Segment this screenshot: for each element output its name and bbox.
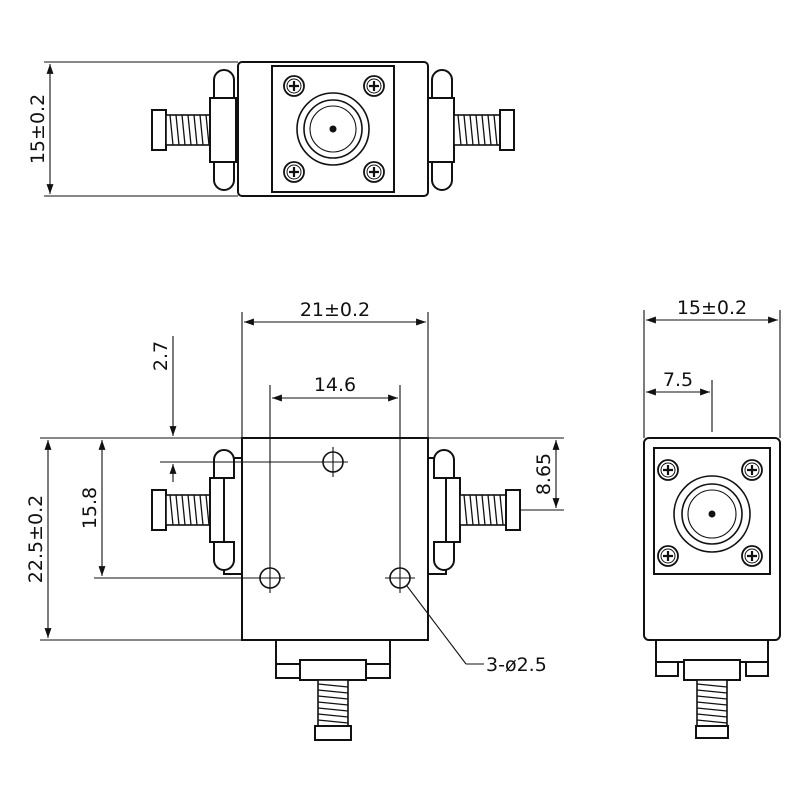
screw-icon	[740, 544, 764, 568]
front-view: 21±0.2 14.6 2.7 22.5±0.2 15.8 8.65 3-ø2.…	[25, 299, 564, 741]
top-left-connector	[151, 69, 237, 191]
mounting-hole	[318, 447, 348, 477]
top-center-pin	[329, 125, 337, 133]
dim-inner-height: 15.8	[79, 487, 101, 529]
top-right-connector	[427, 69, 515, 191]
front-left-connector	[151, 449, 243, 575]
screw-icon	[282, 160, 306, 184]
screw-icon	[740, 458, 764, 482]
side-sma-outer	[673, 475, 751, 553]
screw-icon	[362, 160, 386, 184]
dim-port-offset: 8.65	[533, 453, 555, 495]
screw-icon	[282, 74, 306, 98]
side-view: 15±0.2 7.5	[643, 297, 781, 739]
side-bottom-connector	[655, 639, 769, 739]
front-bottom-connector	[275, 639, 391, 741]
dim-front-height: 22.5±0.2	[25, 495, 47, 583]
screw-icon	[362, 74, 386, 98]
dim-top-height: 15±0.2	[27, 94, 49, 164]
hole-callout: 3-ø2.5	[486, 654, 547, 676]
mounting-hole	[385, 563, 415, 593]
front-right-connector	[427, 449, 521, 575]
dim-hole-spacing: 14.6	[314, 374, 356, 396]
mounting-hole	[255, 563, 285, 593]
front-body	[241, 437, 429, 641]
dim-front-width: 21±0.2	[300, 299, 370, 321]
screw-icon	[656, 458, 680, 482]
dim-side-width: 15±0.2	[677, 297, 747, 319]
dim-offset: 2.7	[150, 341, 172, 371]
top-sma-outer	[296, 92, 370, 166]
side-center-pin	[708, 510, 716, 518]
screw-icon	[656, 544, 680, 568]
top-view: 15±0.2	[27, 61, 515, 197]
dim-side-half-width: 7.5	[663, 369, 693, 391]
